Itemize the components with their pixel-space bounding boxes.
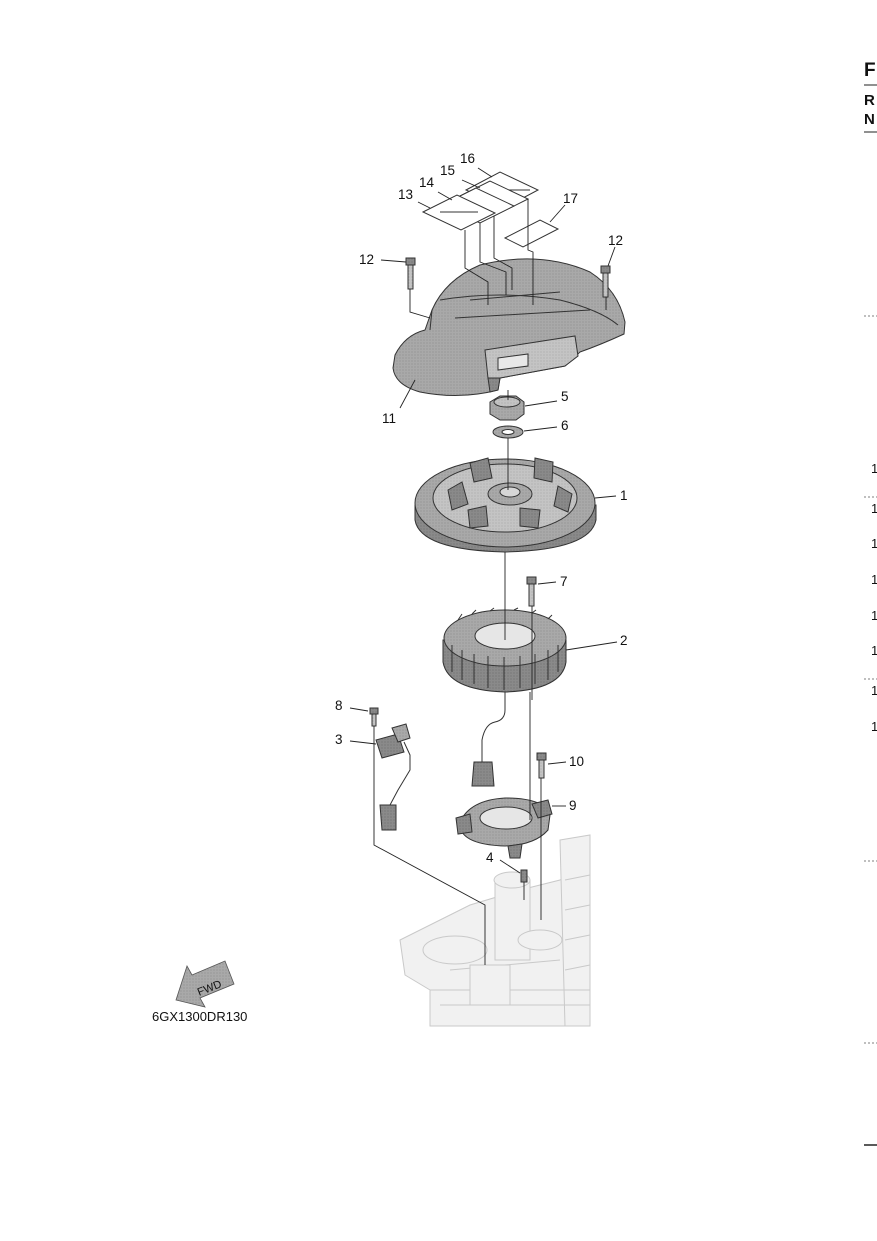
edge-row-value: 1 [871, 461, 877, 476]
pulser-coil [375, 723, 411, 831]
edge-row-value: 1 [871, 719, 877, 734]
fwd-arrow-icon: FWD [175, 960, 235, 1008]
callout-7: 7 [560, 574, 568, 589]
callout-labels: 16 15 14 13 17 12 12 11 5 6 1 7 2 8 3 10… [335, 151, 628, 865]
edge-header-letter: N [864, 111, 875, 128]
assembly-guide-lines [373, 199, 607, 965]
cover-bolt-left [405, 257, 416, 290]
callout-1: 1 [620, 488, 628, 503]
edge-header-letter: F [864, 60, 876, 81]
stator-coil [442, 607, 567, 693]
callout-4: 4 [486, 850, 494, 865]
callout-leaders [349, 167, 618, 874]
decal-17 [503, 219, 560, 248]
stator-lead-wire [471, 692, 506, 787]
cover-bolt-right [600, 265, 611, 298]
callout-12-left: 12 [359, 252, 374, 267]
right-edge-column: F R N 1 1 1 1 1 1 1 1 [864, 60, 877, 1146]
edge-row-value: 1 [871, 643, 877, 658]
callout-13: 15 [440, 163, 455, 178]
flywheel-nut [489, 395, 525, 421]
callout-5: 5 [561, 389, 569, 404]
callout-8: 8 [335, 698, 343, 713]
callout-6: 6 [561, 418, 569, 433]
decal-15 [421, 194, 497, 231]
callout-17: 17 [563, 191, 578, 206]
callout-12-right: 12 [608, 233, 623, 248]
edge-row-value: 1 [871, 683, 877, 698]
callout-3: 3 [335, 732, 343, 747]
callout-11: 11 [382, 411, 396, 426]
engine-block-ghost [399, 834, 591, 1027]
flywheel-cover-part [392, 258, 626, 397]
edge-row-value: 1 [871, 536, 877, 551]
edge-row-value: 1 [871, 608, 877, 623]
flywheel-rotor [414, 457, 597, 553]
edge-row-value: 1 [871, 572, 877, 587]
callout-15: 13 [398, 187, 413, 202]
callout-14: 16 [460, 151, 475, 166]
bracket-bolt [536, 752, 547, 779]
stator-bolt [526, 576, 537, 607]
callout-10: 10 [569, 754, 584, 769]
edge-row-value: 1 [871, 501, 877, 516]
callout-2: 2 [620, 633, 628, 648]
diagram-code: 6GX1300DR130 [152, 1009, 247, 1024]
stator-bracket [455, 797, 553, 859]
flywheel-washer [492, 425, 524, 439]
callout-16: 14 [419, 175, 435, 190]
woodruff-key [520, 869, 528, 883]
pulser-screw [369, 707, 379, 727]
callout-9: 9 [569, 798, 577, 813]
edge-header-letter: R [864, 92, 875, 109]
